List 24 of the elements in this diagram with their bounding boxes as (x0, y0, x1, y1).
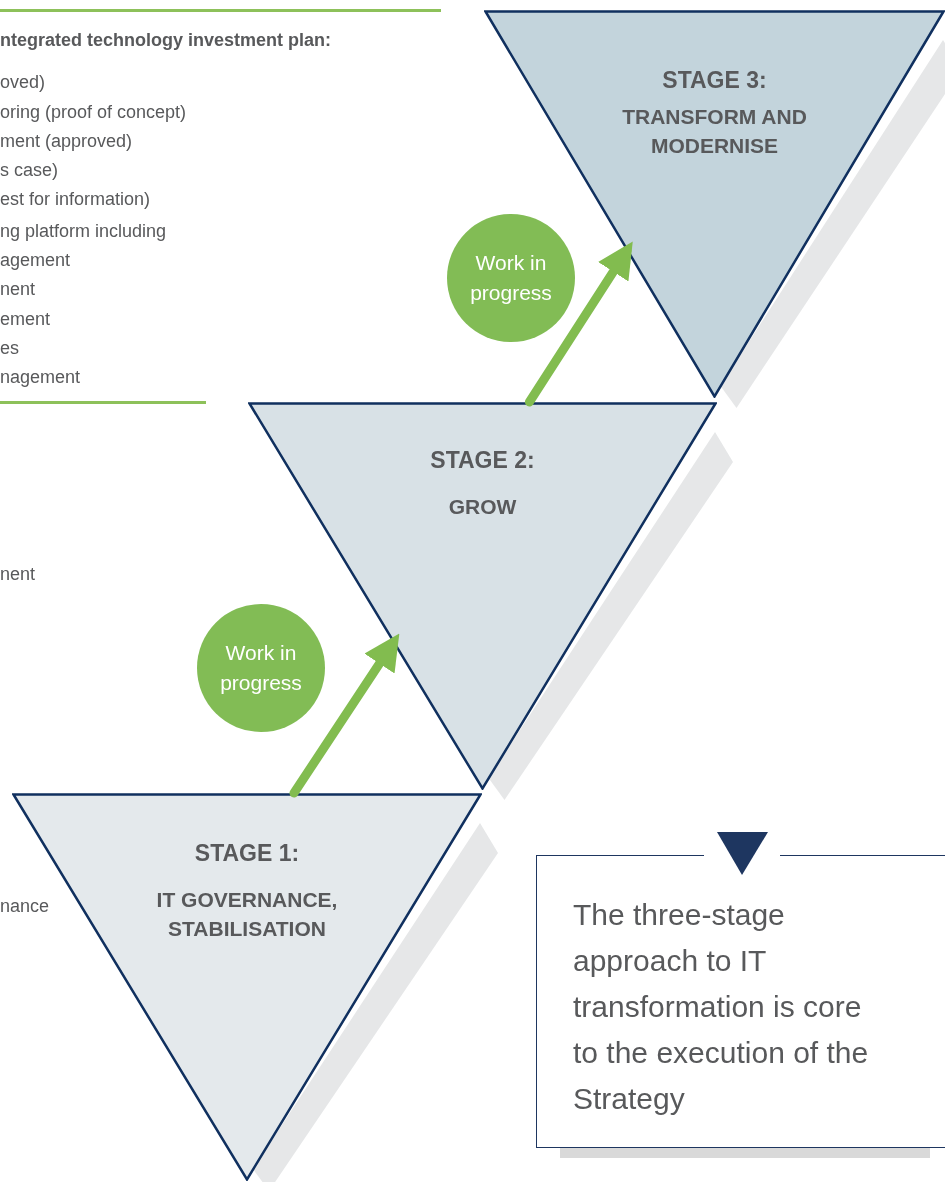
list-item-text: ement (0, 308, 51, 331)
quote-text: The three-stage approach to IT transformation is core to the execution of the Strategy (573, 897, 870, 1117)
stage-subtitle: GROW (447, 494, 518, 520)
stage-subtitle: IT GOVERNANCE, STABILISATION (155, 887, 339, 942)
list-item-text: ng platform including (0, 220, 167, 243)
list-heading: ntegrated technology investment plan: (0, 29, 332, 52)
stage-subtitle: TRANSFORM AND MODERNISE (621, 104, 808, 159)
list-item-text: oring (proof of concept) (0, 101, 187, 124)
arrow (524, 241, 633, 407)
list-item-text: oved) (0, 71, 46, 94)
stage-title: STAGE 1: (193, 839, 301, 868)
stage-title: STAGE 3: (661, 66, 768, 95)
list-item-text: es (0, 337, 19, 360)
stage-title: STAGE 2: (429, 446, 536, 475)
list-item-text: s case) (0, 159, 59, 182)
arrow (289, 633, 400, 798)
quote-box (536, 855, 945, 1148)
list-item-text: agement (0, 249, 71, 272)
list-item-text: nance (0, 895, 50, 918)
list-item-text: nent (0, 278, 36, 301)
list-item-text: nagement (0, 366, 81, 389)
list-item-text: est for information) (0, 188, 151, 211)
list-item-text: nent (0, 563, 36, 586)
list-item-text: ment (approved) (0, 130, 133, 153)
